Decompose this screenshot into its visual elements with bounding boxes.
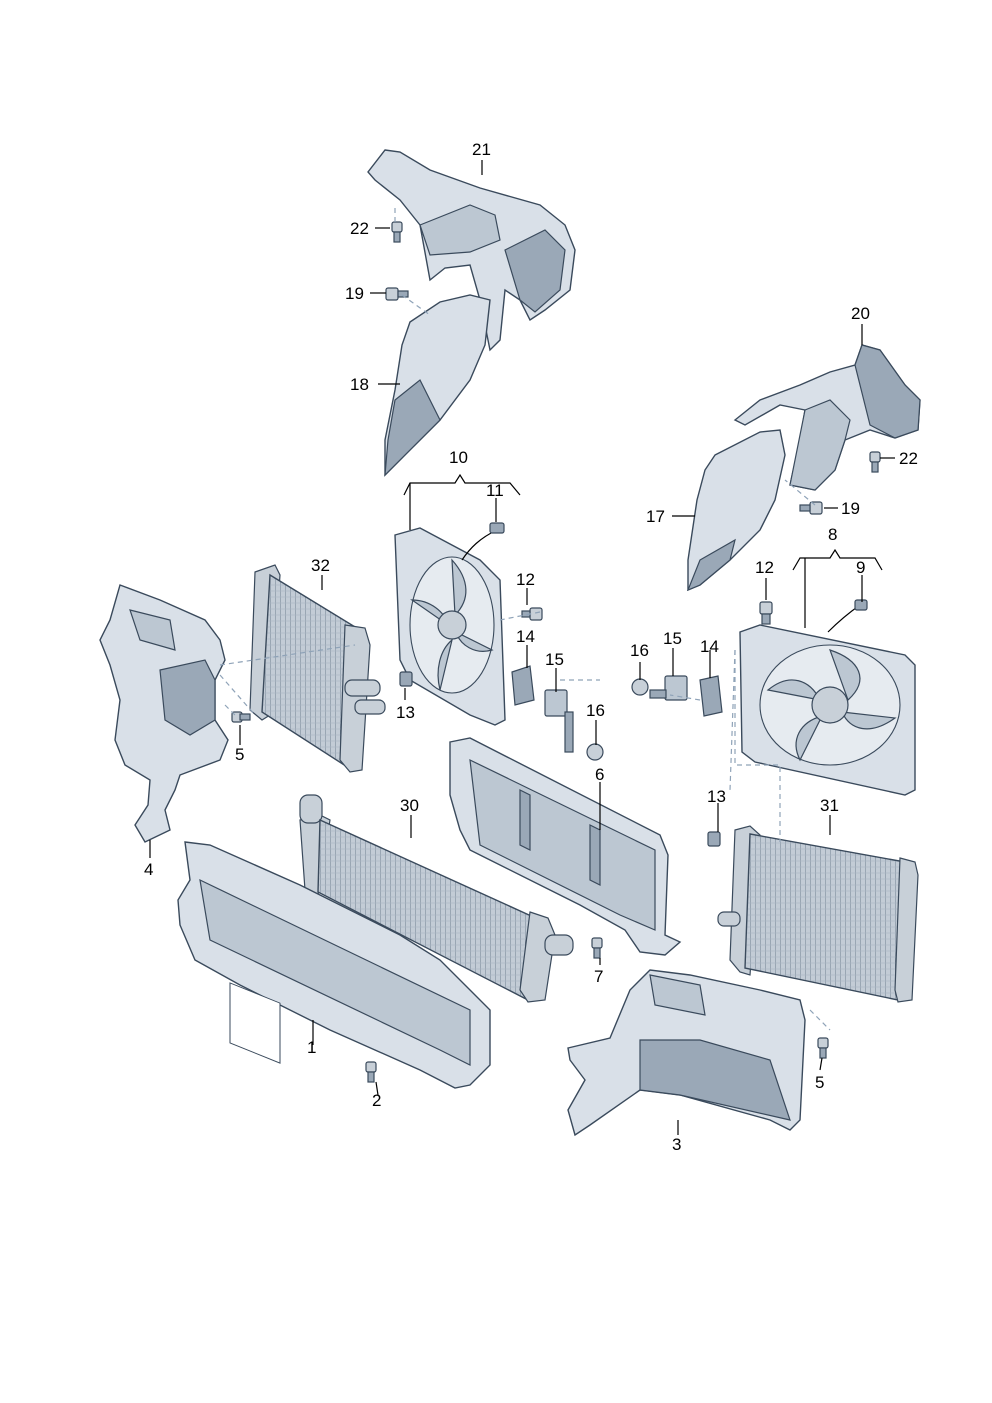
bolt-19-left [385, 287, 409, 301]
fan-assembly-right [739, 599, 916, 796]
bolt-7 [591, 937, 603, 959]
front-frame [177, 841, 491, 1089]
callout-labels: 21 22 19 18 20 22 19 17 10 11 8 9 32 12 … [144, 140, 918, 1154]
callout-6: 6 [595, 765, 604, 784]
callout-15-right: 15 [663, 629, 682, 648]
callout-22-right: 22 [899, 449, 918, 468]
clip-13-left [399, 671, 413, 687]
bracket-15-right [649, 675, 688, 701]
holder-14-right [699, 675, 723, 717]
callout-9: 9 [856, 558, 865, 577]
callout-10: 10 [449, 448, 468, 467]
callout-15-left: 15 [545, 650, 564, 669]
callout-5-right: 5 [815, 1073, 824, 1092]
fasteners [231, 221, 881, 1083]
bolt-2 [365, 1061, 377, 1083]
callout-20: 20 [851, 304, 870, 323]
callout-19-right: 19 [841, 499, 860, 518]
air-guide-upper-left [367, 149, 576, 352]
callout-13-right: 13 [707, 787, 726, 806]
callout-5-left: 5 [235, 745, 244, 764]
radiator-left [249, 564, 386, 773]
callout-7: 7 [594, 967, 603, 986]
clip-13-right [707, 831, 721, 847]
bracket-panel [449, 737, 682, 956]
callout-22-left: 22 [350, 219, 369, 238]
callout-32: 32 [311, 556, 330, 575]
shield-upper-left [384, 294, 491, 477]
callout-21: 21 [472, 140, 491, 159]
nut-16-right [631, 678, 649, 696]
callout-12-right: 12 [755, 558, 774, 577]
fan-assembly-left [394, 522, 506, 726]
callout-16-left: 16 [586, 701, 605, 720]
bolt-12-left [521, 607, 543, 621]
bolt-5-left [231, 711, 251, 723]
callout-8: 8 [828, 525, 837, 544]
air-guide-left [99, 584, 229, 843]
callout-18: 18 [350, 375, 369, 394]
bracket-15-left [544, 689, 574, 753]
air-guide-upper-right [733, 344, 921, 491]
bolt-22-left [391, 221, 403, 243]
callout-19-left: 19 [345, 284, 364, 303]
callout-16-right: 16 [630, 641, 649, 660]
air-guide-right [567, 969, 806, 1137]
bolt-12-right [759, 601, 773, 625]
callout-14-left: 14 [516, 627, 535, 646]
bolt-22-right [869, 451, 881, 473]
assembly-guide-lines [219, 208, 831, 1031]
callout-14-right: 14 [700, 637, 719, 656]
callout-31: 31 [820, 796, 839, 815]
callout-3: 3 [672, 1135, 681, 1154]
bolt-5-right [817, 1037, 829, 1059]
bolt-19-right [799, 501, 823, 515]
callout-30: 30 [400, 796, 419, 815]
callout-12-left: 12 [516, 570, 535, 589]
leader-lines [149, 160, 895, 1135]
callout-1: 1 [307, 1038, 316, 1057]
callout-4: 4 [144, 860, 153, 879]
holder-14-left [511, 665, 535, 706]
callout-11: 11 [486, 481, 504, 500]
callout-17: 17 [646, 507, 665, 526]
callout-13-left: 13 [396, 703, 415, 722]
nut-16-left [586, 743, 604, 761]
radiator-right [717, 825, 919, 1003]
callout-2: 2 [372, 1091, 381, 1110]
condenser-center [299, 794, 574, 1003]
shield-upper-right [686, 429, 786, 592]
